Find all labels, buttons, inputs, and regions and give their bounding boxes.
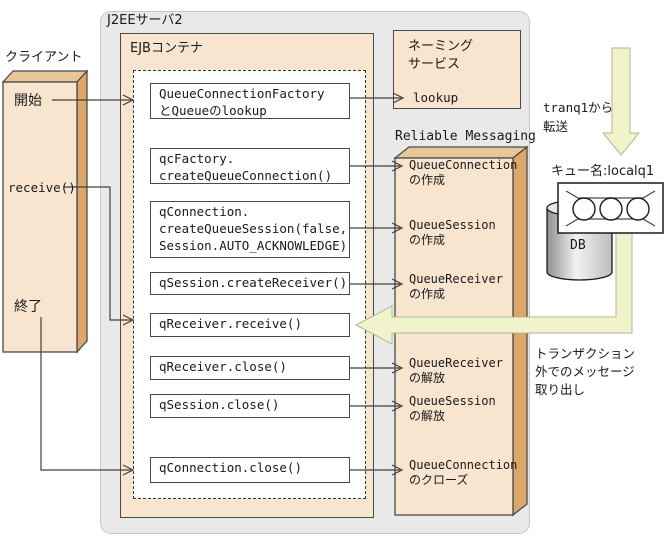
step-line: QueueConnectionFactory xyxy=(159,86,325,101)
action-line: の作成 xyxy=(409,173,446,187)
step-session-close-box: qSession.close() xyxy=(150,394,350,418)
step-line: qConnection. xyxy=(159,204,250,219)
reliable-messaging-title: Reliable Messaging xyxy=(395,129,536,144)
step-line: createQueueSession(false, xyxy=(159,221,348,236)
step-line: createQueueConnection() xyxy=(159,168,333,183)
transfer-note-line1: tranq1から xyxy=(543,100,614,115)
step-line: qSession.close() xyxy=(159,397,280,412)
action-line: QueueConnection xyxy=(409,158,518,172)
step-lookup-box: QueueConnectionFactory とQueueのlookup xyxy=(150,83,350,119)
client-receive-label: receive() xyxy=(8,180,76,195)
step-create-connection-box: qcFactory. createQueueConnection() xyxy=(150,148,350,184)
step-line: とQueueのlookup xyxy=(159,103,267,118)
action-queuereceiver-create: QueueReceiver の作成 xyxy=(409,272,503,302)
step-connection-close-box: qConnection.close() xyxy=(150,457,350,483)
client-label: クライアント xyxy=(5,50,83,65)
step-create-session-box: qConnection. createQueueSession(false, S… xyxy=(150,201,350,258)
action-line: の作成 xyxy=(409,233,446,247)
action-line: QueueSession xyxy=(409,218,496,232)
queue-name-label: キュー名:localq1 xyxy=(551,164,655,179)
action-queuesession-release: QueueSession の解放 xyxy=(409,394,496,424)
action-line: のクローズ xyxy=(409,473,469,487)
transfer-note-line2: 転送 xyxy=(543,119,569,134)
client-end-label: 終了 xyxy=(14,299,42,315)
step-line: qSession.createReceiver() xyxy=(159,275,348,290)
db-label: DB xyxy=(570,238,586,253)
step-line: qConnection.close() xyxy=(159,460,302,475)
step-line: qcFactory. xyxy=(159,151,235,166)
j2ee-server-title: J2EEサーバ2 xyxy=(107,13,183,28)
naming-service-title-line2: サービス xyxy=(408,57,461,72)
lookup-label: lookup xyxy=(413,90,459,105)
client-start-label: 開始 xyxy=(14,93,42,109)
transaction-note-line3: 取り出し xyxy=(535,382,586,397)
action-queueconnection-close: QueueConnection のクローズ xyxy=(409,458,517,488)
action-line: の解放 xyxy=(409,371,446,385)
action-queuereceiver-release: QueueReceiver の解放 xyxy=(409,356,503,386)
action-line: の作成 xyxy=(409,287,446,301)
queue-icon xyxy=(557,182,664,234)
action-queueconnection-create: QueueConnection の作成 xyxy=(409,158,517,188)
naming-service-title-line1: ネーミング xyxy=(408,39,474,54)
action-line: QueueReceiver xyxy=(409,356,503,370)
action-queuesession-create: QueueSession の作成 xyxy=(409,218,496,248)
transaction-note-line1: トランザクション xyxy=(535,346,636,361)
action-line: QueueSession xyxy=(409,394,496,408)
step-receive-box: qReceiver.receive() xyxy=(150,313,350,337)
step-line: qReceiver.close() xyxy=(159,359,287,374)
step-line: Session.AUTO_ACKNOWLEDGE) xyxy=(159,238,348,253)
naming-service-box xyxy=(393,30,521,109)
step-line: qReceiver.receive() xyxy=(159,316,302,331)
action-line: QueueReceiver xyxy=(409,272,503,286)
action-line: の解放 xyxy=(409,409,446,423)
action-line: QueueConnection xyxy=(409,458,518,472)
step-create-receiver-box: qSession.createReceiver() xyxy=(150,272,350,295)
transaction-note-line2: 外でのメッセージ xyxy=(535,364,635,379)
ejb-container-title: EJBコンテナ xyxy=(130,41,203,56)
step-receiver-close-box: qReceiver.close() xyxy=(150,356,350,380)
